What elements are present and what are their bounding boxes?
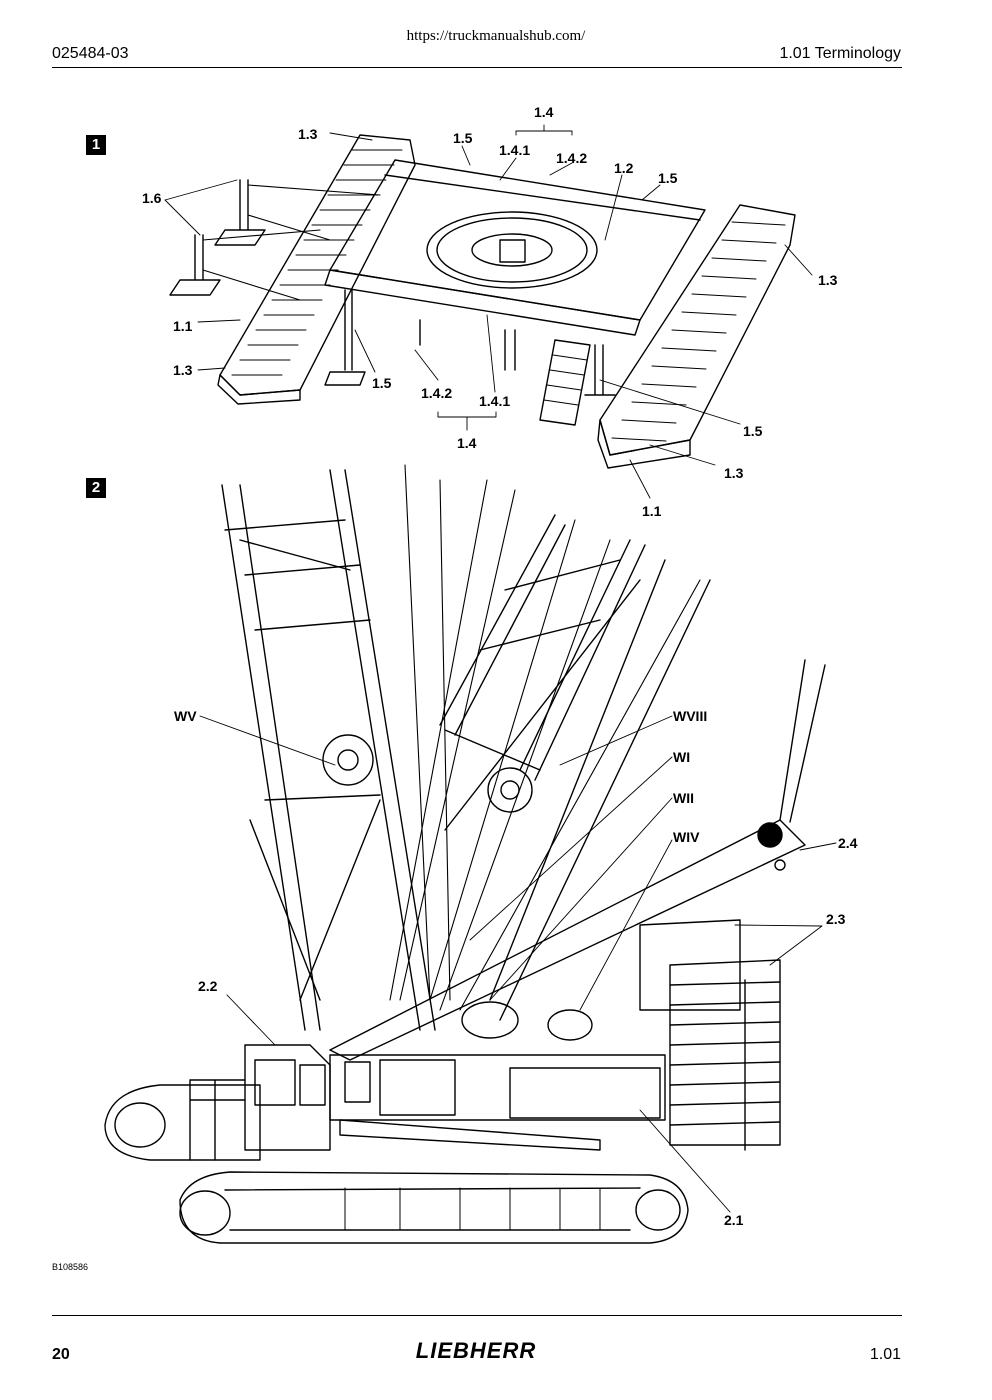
figure-1-badge: 1 (86, 135, 106, 155)
callout-1-4-1-top: 1.4.1 (499, 142, 531, 158)
crawler-track (179, 1171, 689, 1244)
winch-wv (322, 734, 374, 786)
access-ladder (539, 339, 591, 426)
callout-1-3-left: 1.3 (173, 362, 193, 378)
crawler-left (219, 134, 416, 396)
support-jack-front (324, 289, 366, 386)
slewing-ring (426, 211, 598, 289)
callout-2-3: 2.3 (826, 911, 846, 927)
callout-1-4-1-bottom: 1.4.1 (479, 393, 511, 409)
brand-wordmark: LIEBHERR (416, 1338, 536, 1362)
callout-1-5-jack: 1.5 (372, 375, 392, 391)
callout-1-5-right: 1.5 (658, 170, 678, 186)
callout-wv: WV (174, 708, 197, 724)
callout-1-4-bottom: 1.4 (457, 435, 477, 451)
source-url: https://truckmanualshub.com/ (406, 28, 586, 44)
callout-1-3-bottom: 1.3 (724, 465, 744, 481)
callout-2-4: 2.4 (838, 835, 858, 851)
callout-1-4-top: 1.4 (534, 104, 554, 120)
liebherr-logo: LIEBHERR (416, 1338, 536, 1362)
counterweight-stack (639, 919, 781, 1151)
support-cylinder-upper (214, 179, 266, 246)
callout-wii: WII (673, 790, 694, 806)
undercarriage-drawing (164, 124, 813, 499)
callout-wviii: WVIII (673, 708, 708, 724)
a-frame (329, 819, 806, 1061)
callout-1-4-2-bottom: 1.4.2 (421, 385, 453, 401)
counterweight-platform (509, 1067, 661, 1119)
callout-1-2: 1.2 (614, 160, 634, 176)
callout-1-3-right: 1.3 (818, 272, 838, 288)
winch-drum (461, 1001, 519, 1039)
page-number: 20 (52, 1346, 70, 1363)
operator-cab (244, 1044, 331, 1151)
callout-wiv: WIV (673, 829, 700, 845)
figure-2-badge: 2 (86, 478, 106, 498)
section-title: 1.01 Terminology (779, 45, 901, 62)
crane-drawing (104, 464, 837, 1244)
callout-2-2: 2.2 (198, 978, 218, 994)
document-number: 025484-03 (52, 45, 129, 62)
drawing-code: B108586 (52, 1262, 89, 1272)
callout-2-1: 2.1 (724, 1212, 744, 1228)
callout-1-3-crawler: 1.3 (298, 126, 318, 142)
callout-1-1-left: 1.1 (173, 318, 193, 334)
callout-1-5-top: 1.5 (453, 130, 473, 146)
winch-wviii (487, 767, 533, 813)
callout-1-1-bottom: 1.1 (642, 503, 662, 519)
a-frame-pendants (779, 659, 826, 823)
support-cylinder-lower (169, 234, 221, 296)
footer-section: 1.01 (869, 1346, 901, 1363)
boom-left (221, 469, 436, 1031)
callout-1-6: 1.6 (142, 190, 162, 206)
header-rule (52, 67, 902, 68)
callout-1-5-ladder: 1.5 (743, 423, 763, 439)
callout-1-4-2-top: 1.4.2 (556, 150, 588, 166)
footer-rule (52, 1315, 902, 1316)
boom-right (439, 514, 711, 1021)
callout-wi: WI (673, 749, 691, 765)
